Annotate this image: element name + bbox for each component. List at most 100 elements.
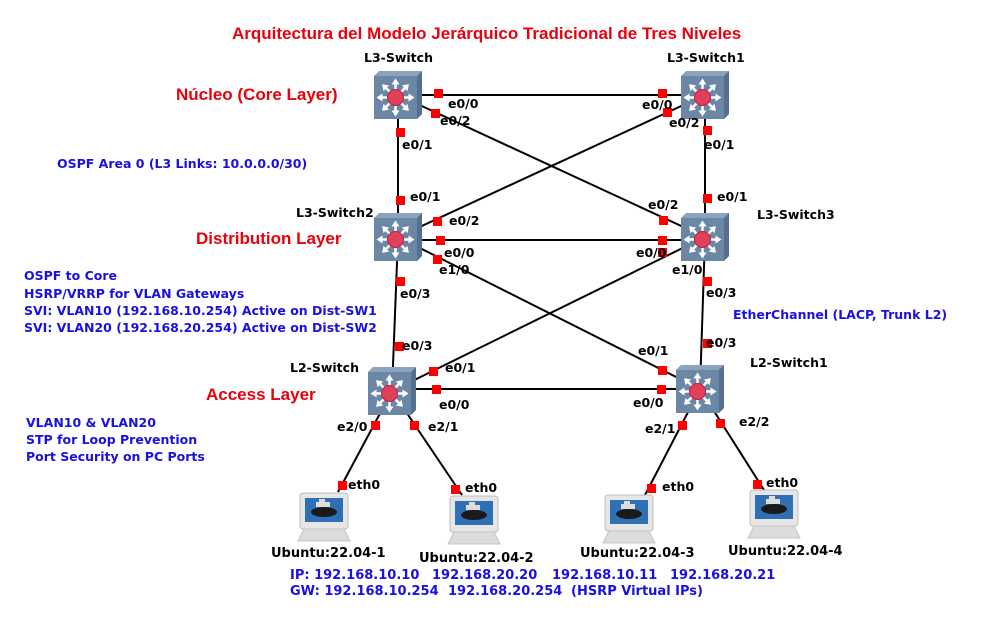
gw-vlan20: 192.168.20.254	[448, 584, 563, 599]
note-dist-3: SVI: VLAN20 (192.168.20.254) Active on D…	[24, 320, 377, 335]
device-label-acc1: L2-Switch	[290, 360, 359, 375]
docker-host-icon[interactable]	[747, 489, 801, 539]
port-marker[interactable]	[433, 255, 442, 264]
note-dist-0: OSPF to Core	[24, 268, 117, 283]
port-label: e2/0	[337, 419, 368, 434]
port-marker[interactable]	[436, 236, 445, 245]
port-marker[interactable]	[432, 385, 441, 394]
layer-label-access: Access Layer	[206, 385, 316, 404]
port-marker[interactable]	[659, 216, 668, 225]
switch-icon[interactable]	[374, 71, 422, 119]
port-marker[interactable]	[395, 342, 404, 351]
port-label: eth0	[465, 480, 498, 495]
device-label-core2: L3-Switch1	[667, 50, 745, 65]
port-label: e2/2	[739, 414, 770, 429]
switch-icon[interactable]	[676, 365, 724, 413]
device-label-pc3: Ubuntu:22.04-3	[580, 546, 695, 561]
device-label-acc2: L2-Switch1	[750, 355, 828, 370]
port-marker[interactable]	[396, 277, 405, 286]
port-label: e0/1	[638, 343, 669, 358]
port-marker[interactable]	[451, 485, 460, 494]
port-marker[interactable]	[658, 366, 667, 375]
port-label: e0/3	[402, 338, 433, 353]
port-marker[interactable]	[753, 480, 762, 489]
switch-icon[interactable]	[368, 367, 416, 415]
port-label: e0/3	[706, 335, 737, 350]
port-marker[interactable]	[658, 89, 667, 98]
port-label: eth0	[348, 477, 381, 492]
port-marker[interactable]	[371, 421, 380, 430]
port-marker[interactable]	[658, 236, 667, 245]
port-marker[interactable]	[434, 89, 443, 98]
link-dist1-acc1[interactable]	[391, 236, 399, 392]
device-label-dist1: L3-Switch2	[296, 205, 374, 220]
port-label: e0/1	[717, 189, 748, 204]
switch-icon[interactable]	[374, 213, 422, 261]
port-label: e0/0	[444, 245, 475, 260]
port-label: eth0	[766, 475, 799, 490]
port-label: e0/0	[633, 395, 664, 410]
note-access-1: STP for Loop Prevention	[26, 432, 198, 447]
port-label: e1/0	[439, 262, 470, 277]
port-marker[interactable]	[338, 481, 347, 490]
note-dist-2: SVI: VLAN10 (192.168.10.254) Active on D…	[24, 303, 377, 318]
port-label: e0/1	[704, 137, 735, 152]
port-marker[interactable]	[678, 421, 687, 430]
port-marker[interactable]	[703, 277, 712, 286]
port-label: e0/0	[642, 97, 673, 112]
port-label: e2/1	[428, 419, 459, 434]
port-label: e0/2	[648, 197, 679, 212]
note-access-2: Port Security on PC Ports	[26, 449, 205, 464]
port-label: e0/0	[439, 397, 470, 412]
device-label-core1: L3-Switch	[364, 50, 433, 65]
note-dist-1: HSRP/VRRP for VLAN Gateways	[24, 286, 245, 301]
port-marker[interactable]	[410, 421, 419, 430]
port-label: e0/1	[410, 189, 441, 204]
device-label-dist2: L3-Switch3	[757, 207, 835, 222]
port-label: e0/3	[706, 285, 737, 300]
ip-pc2: 192.168.20.20	[432, 568, 538, 583]
port-label: e0/1	[402, 137, 433, 152]
port-label: e0/2	[669, 115, 700, 130]
port-marker[interactable]	[431, 109, 440, 118]
switch-icon[interactable]	[681, 213, 729, 261]
port-marker[interactable]	[396, 128, 405, 137]
port-marker[interactable]	[703, 194, 712, 203]
docker-host-icon[interactable]	[447, 495, 501, 545]
port-label: e0/1	[445, 360, 476, 375]
note-access-0: VLAN10 & VLAN20	[26, 415, 156, 430]
port-marker[interactable]	[663, 108, 672, 117]
layer-label-core: Núcleo (Core Layer)	[176, 85, 338, 104]
link-dist2-acc1[interactable]	[391, 236, 706, 392]
docker-host-icon[interactable]	[602, 494, 656, 544]
docker-host-icon[interactable]	[297, 492, 351, 542]
device-label-pc4: Ubuntu:22.04-4	[728, 544, 843, 559]
port-label: e0/0	[636, 245, 667, 260]
port-label: e1/0	[672, 262, 703, 277]
port-marker[interactable]	[396, 196, 405, 205]
port-label: e0/2	[449, 213, 480, 228]
gw-vlan10: GW: 192.168.10.254	[290, 584, 439, 599]
port-marker[interactable]	[647, 484, 656, 493]
port-marker[interactable]	[429, 367, 438, 376]
device-label-pc2: Ubuntu:22.04-2	[419, 551, 534, 566]
port-marker[interactable]	[703, 126, 712, 135]
port-marker[interactable]	[658, 248, 667, 257]
link-core2-dist1[interactable]	[397, 94, 706, 238]
port-marker[interactable]	[716, 419, 725, 428]
port-label: e2/1	[645, 421, 676, 436]
port-label: eth0	[662, 479, 695, 494]
switch-icon[interactable]	[681, 71, 729, 119]
port-label: e0/0	[448, 96, 479, 111]
gw-note: (HSRP Virtual IPs)	[571, 584, 703, 599]
ip-pc1: IP: 192.168.10.10	[290, 568, 420, 583]
link-dist2-acc2[interactable]	[699, 236, 706, 390]
ip-pc3: 192.168.10.11	[552, 568, 658, 583]
port-marker[interactable]	[657, 385, 666, 394]
port-marker[interactable]	[703, 339, 712, 348]
port-marker[interactable]	[433, 217, 442, 226]
layer-label-distribution: Distribution Layer	[196, 229, 342, 248]
port-label: e0/3	[400, 286, 431, 301]
